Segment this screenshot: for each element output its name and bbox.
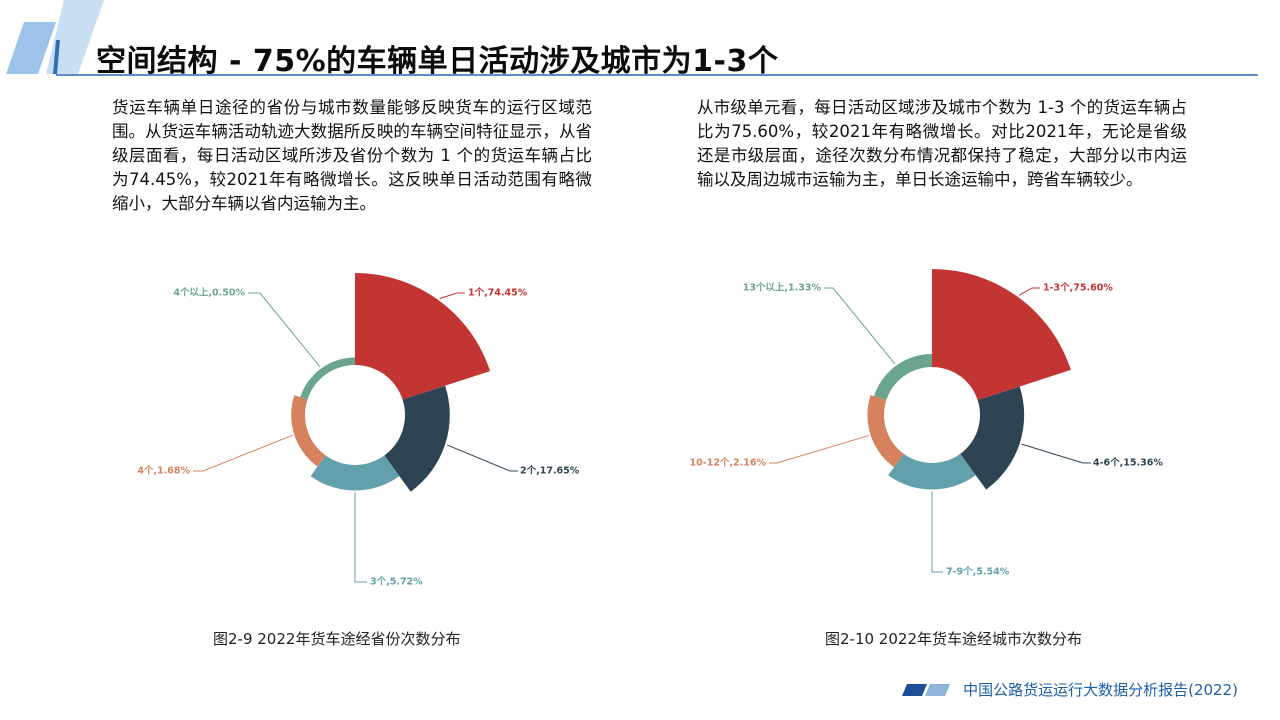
leader-line-2 xyxy=(354,492,367,583)
footer: 中国公路货运运行大数据分析报告(2022) xyxy=(901,679,1238,700)
right-paragraph: 从市级单元看，每日活动区域涉及城市个数为 1-3 个的货运车辆占比为75.60%… xyxy=(697,98,1187,189)
rose-slice-0 xyxy=(932,269,1071,401)
slice-label-1: 2个,17.65% xyxy=(520,465,580,477)
slice-label-3: 10-12个,2.16% xyxy=(690,457,767,469)
leader-line-0 xyxy=(439,292,465,299)
leader-line-4 xyxy=(824,287,896,365)
slice-label-2: 3个,5.72% xyxy=(370,576,423,588)
page-title: 空间结构 - 75%的车辆单日活动涉及城市为1-3个 xyxy=(96,44,779,79)
city-rose-chart: 1-3个,75.60% 4-6个,15.36% 7-9个,5.54% 10-12个,2… xyxy=(690,269,1163,578)
rose-slice-2 xyxy=(888,453,976,490)
leader-line-4 xyxy=(248,292,321,368)
rose-slice-1 xyxy=(384,385,450,492)
slice-label-1: 4-6个,15.36% xyxy=(1093,457,1163,469)
header-decoration xyxy=(6,0,104,74)
rose-slice-2 xyxy=(310,455,400,491)
rose-slice-3 xyxy=(867,395,904,468)
report-name: 中国公路货运运行大数据分析报告(2022) xyxy=(963,681,1238,699)
slice-label-4: 4个以上,0.50% xyxy=(173,287,245,299)
chart-caption-city: 图2-10 2022年货车途经城市次数分布 xyxy=(825,630,1082,648)
chart-caption-province: 图2-9 2022年货车途经省份次数分布 xyxy=(213,630,461,648)
rose-slice-3 xyxy=(291,395,326,467)
slice-label-4: 13个以上,1.33% xyxy=(743,282,822,294)
slice-label-0: 1个,74.45% xyxy=(468,287,528,299)
province-rose-chart: 1个,74.45% 2个,17.65% 3个,5.72% 4个,1.68% 4个以上,0… xyxy=(137,273,580,588)
leader-line-3 xyxy=(193,434,293,472)
title-divider xyxy=(56,74,1258,76)
rose-slice-0 xyxy=(355,273,491,400)
left-paragraph: 货运车辆单日途径的省份与城市数量能够反映货车的运行区域范围。从货运车辆活动轨迹大… xyxy=(112,98,592,213)
slice-label-3: 4个,1.68% xyxy=(137,465,190,477)
leader-line-2 xyxy=(931,491,943,573)
rose-slice-1 xyxy=(960,386,1025,490)
leader-line-0 xyxy=(1018,287,1040,296)
rose-slice-4 xyxy=(873,354,932,401)
leader-line-1 xyxy=(446,444,518,472)
rose-slice-4 xyxy=(300,357,355,400)
leader-line-1 xyxy=(1021,443,1091,464)
slice-label-2: 7-9个,5.54% xyxy=(946,566,1010,578)
leader-line-3 xyxy=(769,435,869,464)
footer-logo-bars xyxy=(902,683,951,696)
slice-label-0: 1-3个,75.60% xyxy=(1043,282,1113,294)
